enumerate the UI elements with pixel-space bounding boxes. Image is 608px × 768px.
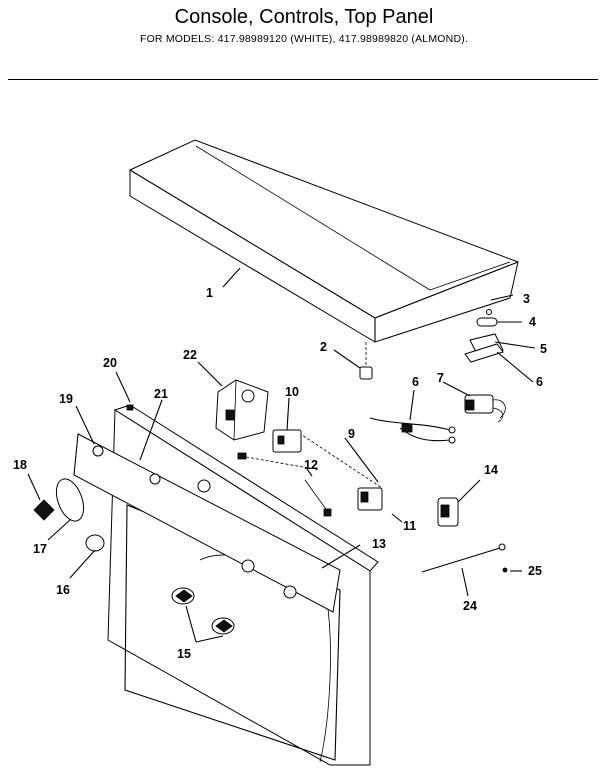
callout-15: 15 <box>177 647 191 661</box>
callout-4: 4 <box>529 315 536 329</box>
screw-25 <box>502 567 508 573</box>
callout-1: 1 <box>206 286 213 300</box>
knob-16 <box>85 534 105 552</box>
clip-4 <box>476 317 498 327</box>
callout-5: 5 <box>540 342 547 356</box>
callout-10: 10 <box>285 385 299 399</box>
header-divider <box>8 79 598 80</box>
callout-7: 7 <box>437 371 444 385</box>
wire-harness-8 <box>369 417 456 444</box>
leader-lines <box>27 267 536 643</box>
rod-24 <box>421 543 506 573</box>
callout-13: 13 <box>372 537 386 551</box>
page-title: Console, Controls, Top Panel <box>174 6 434 28</box>
knobs-15 <box>171 587 235 635</box>
callout-12: 12 <box>304 458 318 472</box>
top-panel <box>129 139 519 343</box>
callout-6-left: 6 <box>412 375 419 389</box>
timer-22 <box>215 379 269 441</box>
callout-19: 19 <box>59 392 73 406</box>
knob-18 <box>33 499 55 521</box>
door-switch-14 <box>437 497 459 527</box>
callout-25: 25 <box>528 564 542 578</box>
page-subtitle: FOR MODELS: 417.98989120 (WHITE), 417.98… <box>139 33 469 45</box>
terminal-block-7 <box>464 394 506 423</box>
switch-11 <box>357 487 383 511</box>
callout-21: 21 <box>154 387 168 401</box>
disc-17 <box>55 478 85 522</box>
callout-11: 11 <box>403 519 416 533</box>
console-front <box>73 404 379 766</box>
screw-12 <box>237 452 332 517</box>
callout-20: 20 <box>103 356 117 370</box>
callout-22: 22 <box>183 348 197 362</box>
callout-6-right: 6 <box>536 375 543 389</box>
callout-17: 17 <box>33 542 47 556</box>
screw-3 <box>486 309 492 315</box>
bracket-6 <box>464 343 504 363</box>
hinge-clip <box>359 342 373 380</box>
callout-14: 14 <box>484 463 498 477</box>
callout-2: 2 <box>320 340 327 354</box>
callout-24: 24 <box>463 599 477 613</box>
callout-16: 16 <box>56 583 70 597</box>
callout-3: 3 <box>523 292 530 306</box>
callout-18: 18 <box>13 458 27 472</box>
callout-labels: 1 2 3 4 5 6 6 7 9 10 11 12 13 14 15 16 1… <box>13 286 547 661</box>
switch-10 <box>272 429 302 453</box>
callout-9: 9 <box>348 427 355 441</box>
